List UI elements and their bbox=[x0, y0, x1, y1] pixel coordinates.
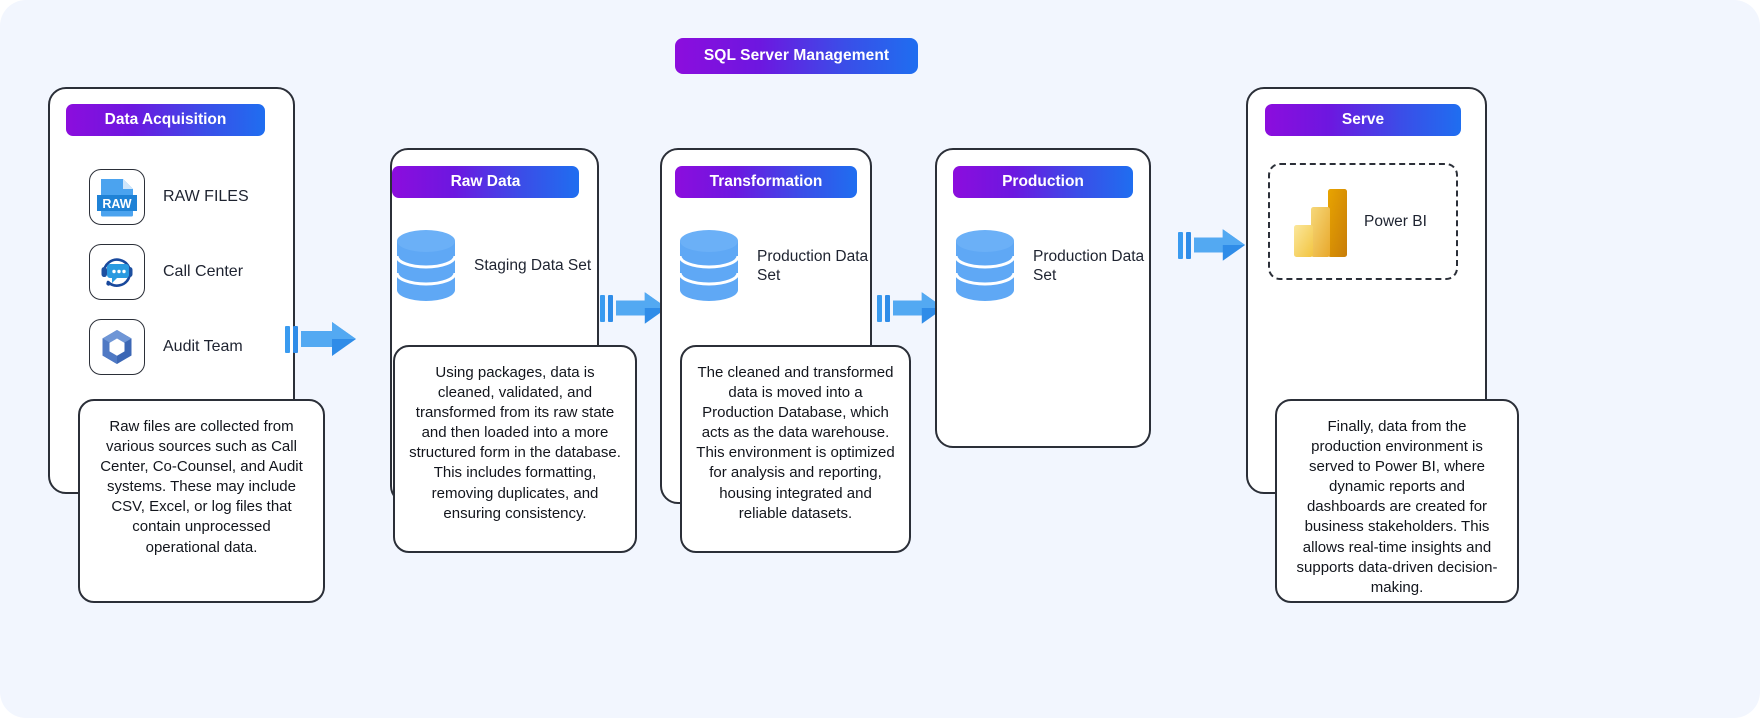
power-bi-container: Power BI bbox=[1268, 163, 1458, 280]
arrow-tail-bar bbox=[600, 294, 605, 322]
arrow-tail-bar bbox=[285, 325, 290, 353]
arrow-production-to-serve bbox=[1178, 226, 1246, 264]
note-text-transformation: The cleaned and transformed data is move… bbox=[696, 364, 895, 522]
dataset-row-staging: Staging Data Set bbox=[394, 228, 591, 304]
stage-header-label-serve: Serve bbox=[1341, 111, 1385, 128]
source-row-raw-files: RAW RAW FILES bbox=[89, 169, 249, 225]
arrow-tail-bar bbox=[877, 294, 882, 322]
stage-header-label-data-acquisition: Data Acquisition bbox=[104, 111, 227, 128]
arrow-head-icon bbox=[1194, 229, 1246, 261]
dataset-label-transformation: Production Data Set bbox=[757, 247, 869, 284]
sql-server-management-banner: SQL Server Management bbox=[675, 38, 918, 74]
arrow-acquisition-to-raw bbox=[285, 320, 357, 358]
source-label-audit-team: Audit Team bbox=[163, 338, 243, 355]
call-center-icon bbox=[89, 244, 145, 300]
database-icon bbox=[678, 230, 740, 301]
note-data-acquisition: Raw files are collected from various sou… bbox=[78, 399, 325, 603]
source-row-audit-team: Audit Team bbox=[89, 319, 243, 375]
stage-header-label-production: Production bbox=[1002, 173, 1084, 190]
power-bi-label: Power BI bbox=[1364, 212, 1427, 230]
note-raw-data: Using packages, data is cleaned, validat… bbox=[393, 345, 637, 553]
stage-header-label-transformation: Transformation bbox=[709, 173, 823, 190]
stage-header-label-raw-data: Raw Data bbox=[450, 173, 521, 190]
power-bi-icon bbox=[1294, 188, 1347, 257]
note-serve: Finally, data from the production enviro… bbox=[1275, 399, 1519, 603]
database-icon bbox=[954, 230, 1016, 301]
note-text-serve: Finally, data from the production enviro… bbox=[1296, 418, 1498, 596]
stage-header-transformation: Transformation bbox=[675, 166, 857, 198]
stage-header-serve: Serve bbox=[1265, 104, 1461, 136]
dataset-row-transformation: Production Data Set bbox=[677, 228, 877, 304]
svg-text:RAW: RAW bbox=[102, 197, 131, 211]
database-icon bbox=[395, 230, 457, 301]
arrow-head-icon bbox=[616, 292, 668, 324]
arrow-tail-bar bbox=[885, 294, 890, 322]
dataset-label-staging: Staging Data Set bbox=[474, 257, 592, 275]
source-label-raw-files: RAW FILES bbox=[163, 188, 249, 205]
arrow-tail-bar bbox=[293, 325, 298, 353]
dataset-label-production: Production Data Set bbox=[1033, 247, 1145, 284]
arrow-tail-bar bbox=[1178, 231, 1183, 259]
arrow-head-icon bbox=[301, 322, 356, 356]
raw-file-icon: RAW bbox=[89, 169, 145, 225]
arrow-head-icon bbox=[893, 292, 945, 324]
note-text-data-acquisition: Raw files are collected from various sou… bbox=[100, 418, 303, 556]
arrow-raw-to-transformation bbox=[600, 289, 668, 327]
source-label-call-center: Call Center bbox=[163, 263, 244, 280]
arrow-tail-bar bbox=[1186, 231, 1191, 259]
audit-team-icon bbox=[89, 319, 145, 375]
source-row-call-center: Call Center bbox=[89, 244, 243, 300]
dataset-row-production: Production Data Set bbox=[953, 228, 1153, 304]
sql-server-management-label: SQL Server Management bbox=[703, 47, 890, 64]
arrow-tail-bar bbox=[608, 294, 613, 322]
stage-header-raw-data: Raw Data bbox=[392, 166, 579, 198]
note-text-raw-data: Using packages, data is cleaned, validat… bbox=[409, 364, 621, 522]
note-transformation: The cleaned and transformed data is move… bbox=[680, 345, 911, 553]
arrow-transformation-to-production bbox=[877, 289, 945, 327]
stage-header-production: Production bbox=[953, 166, 1133, 198]
stage-header-data-acquisition: Data Acquisition bbox=[66, 104, 265, 136]
